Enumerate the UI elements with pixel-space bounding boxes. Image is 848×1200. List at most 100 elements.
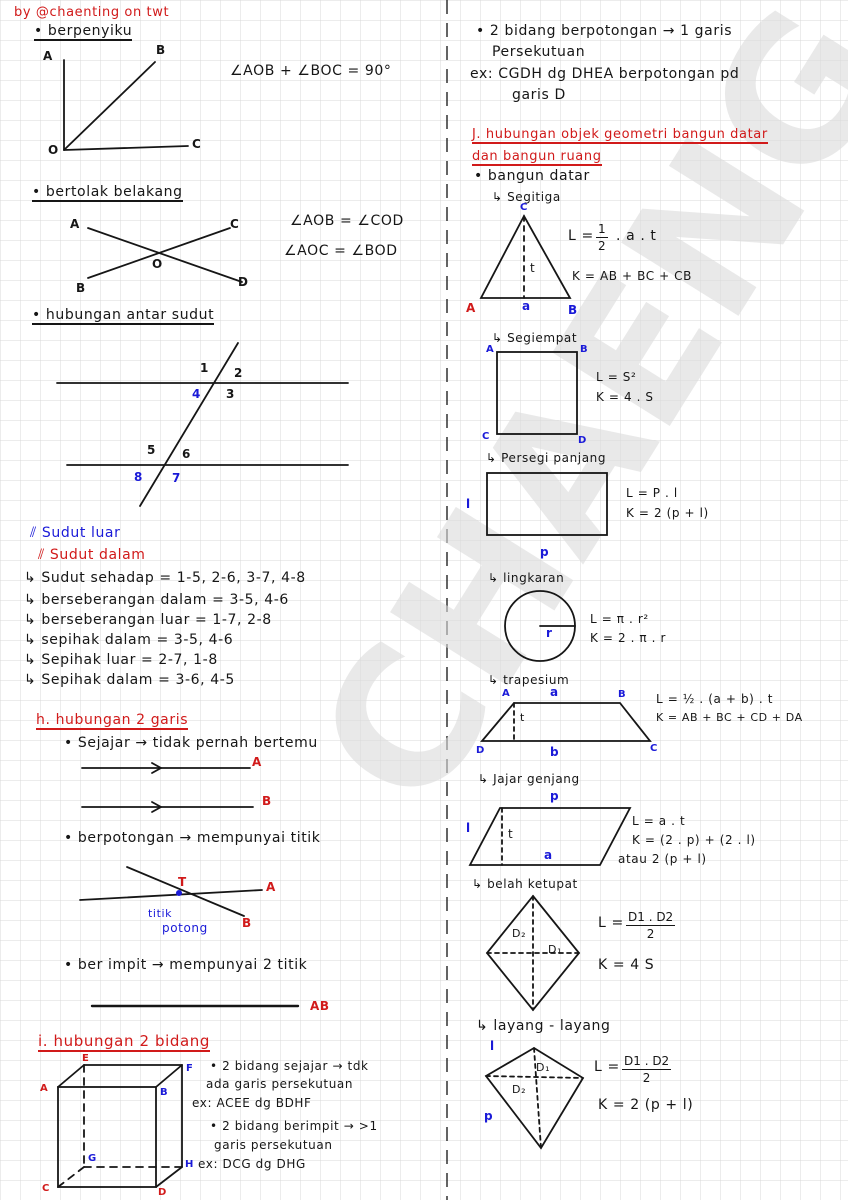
rect-area: L = P . l: [626, 486, 678, 500]
sq-c: C: [482, 431, 490, 442]
cube-d: D: [158, 1187, 167, 1198]
label-potong: potong: [162, 921, 208, 935]
angle-8: 8: [134, 470, 143, 484]
label-c: C: [192, 137, 202, 151]
cube-c: C: [42, 1183, 50, 1194]
rhombus-d1: D₁: [548, 943, 563, 956]
sq-b: B: [580, 344, 589, 355]
title-trapesium: ↳ trapesium: [488, 673, 570, 687]
rule-sepihak-dalam: ↳ sepihak dalam = 3-5, 4-6: [24, 632, 234, 648]
circle-r: r: [546, 626, 553, 640]
trap-d: D: [476, 745, 485, 756]
label-c: C: [230, 217, 240, 231]
legend-sudut-dalam: ⫽ Sudut dalam: [38, 547, 146, 563]
text-bangun-datar: • bangun datar: [474, 168, 590, 184]
trap-height-t: t: [520, 711, 525, 724]
title-jajar-genjang: ↳ Jajar genjang: [478, 772, 580, 786]
label-b: B: [156, 43, 166, 57]
trap-c: C: [650, 743, 658, 754]
trap-top-a: a: [550, 685, 559, 699]
rule-berseberangan-luar: ↳ berseberangan luar = 1-7, 2-8: [24, 612, 272, 628]
label-line-a2: A: [266, 880, 276, 894]
para-p: p: [550, 789, 560, 803]
label-o: O: [48, 143, 59, 157]
circle-area: L = π . r²: [590, 612, 649, 626]
label-d: D: [238, 275, 249, 289]
para-perimeter-alt: atau 2 (p + l): [618, 852, 707, 866]
angle-5: 5: [147, 443, 156, 457]
title-persegi-panjang: ↳ Persegi panjang: [486, 451, 607, 465]
text-bidang-berpotongan: • 2 bidang berpotongan → 1 garis: [476, 23, 733, 39]
trap-perimeter: K = AB + BC + CD + DA: [656, 711, 803, 724]
rule-sehadap: ↳ Sudut sehadap = 1-5, 2-6, 3-7, 4-8: [24, 570, 306, 586]
legend-sudut-luar: ⫽ Sudut luar: [30, 525, 121, 541]
sq-d: D: [578, 435, 587, 446]
text-sejajar: • Sejajar → tidak pernah bertemu: [64, 735, 318, 751]
formula-berpenyiku: ∠AOB + ∠BOC = 90°: [230, 63, 392, 79]
tri-b: B: [568, 303, 578, 317]
author-credit: by @chaenting on twt: [14, 5, 170, 20]
label-line-a: A: [252, 755, 262, 769]
rhombus-area-label: L =: [598, 915, 624, 931]
label-a: A: [43, 49, 53, 63]
formula-aob-cod: ∠AOB = ∠COD: [290, 213, 404, 229]
angle-4: 4: [192, 387, 201, 401]
heading-antar-sudut: • hubungan antar sudut: [32, 307, 215, 325]
rect-l: l: [466, 497, 471, 511]
cube-f: F: [186, 1063, 194, 1074]
text-garis-d: garis D: [512, 87, 566, 103]
title-segitiga: ↳ Segitiga: [492, 190, 561, 204]
para-area: L = a . t: [632, 814, 686, 828]
para-height-t: t: [508, 827, 514, 841]
para-l: l: [466, 821, 471, 835]
tri-perimeter: K = AB + BC + CB: [572, 269, 692, 283]
angle-2: 2: [234, 366, 243, 380]
label-a: A: [70, 217, 80, 231]
trap-a: A: [502, 688, 511, 699]
title-segiempat: ↳ Segiempat: [492, 331, 578, 345]
angle-3: 3: [226, 387, 235, 401]
cube-b: B: [160, 1087, 169, 1098]
heading-berpenyiku: • berpenyiku: [34, 23, 133, 41]
label-ab: AB: [310, 999, 330, 1013]
label-b: B: [76, 281, 86, 295]
angle-1: 1: [200, 361, 209, 375]
label-o: O: [152, 257, 163, 271]
angle-6: 6: [182, 447, 191, 461]
text-bidang-sejajar-ex: ex: ACEE dg BDHF: [192, 1096, 312, 1110]
heading-objek-geometri: J. hubungan objek geometri bangun datar: [472, 127, 768, 144]
angle-7: 7: [172, 471, 181, 485]
heading-bertolak: • bertolak belakang: [32, 184, 183, 202]
text-persekutuan: Persekutuan: [492, 44, 586, 60]
title-belah-ketupat: ↳ belah ketupat: [472, 877, 578, 891]
text-bidang-sejajar: • 2 bidang sejajar → tdk: [210, 1059, 369, 1073]
kite-d1: D₁: [536, 1061, 551, 1074]
cube-a: A: [40, 1083, 49, 1094]
kite-d2: D₂: [512, 1083, 527, 1096]
label-line-b2: B: [242, 916, 252, 930]
rect-perimeter: K = 2 (p + l): [626, 506, 709, 520]
sq-a: A: [486, 344, 495, 355]
kite-area-label: L =: [594, 1059, 620, 1075]
cube-e: E: [82, 1053, 90, 1064]
tri-c: C: [520, 202, 528, 213]
label-titik: titik: [148, 907, 173, 920]
circle-perimeter: K = 2 . π . r: [590, 631, 667, 645]
text-example-cgdh: ex: CGDH dg DHEA berpotongan pd: [470, 66, 740, 82]
tri-a: A: [466, 301, 476, 315]
tri-area-rest: . a . t: [616, 228, 657, 244]
text-berpotongan: • berpotongan → mempunyai titik: [64, 830, 321, 846]
text-bidang-berimpit-2: garis persekutuan: [214, 1138, 333, 1152]
kite-p: p: [484, 1109, 494, 1123]
cube-h: H: [185, 1159, 194, 1170]
title-lingkaran: ↳ lingkaran: [488, 571, 565, 585]
rhombus-perimeter: K = 4 S: [598, 957, 655, 973]
trap-b: B: [618, 689, 627, 700]
rhombus-d2: D₂: [512, 927, 527, 940]
text-bidang-berimpit: • 2 bidang berimpit → >1: [210, 1119, 378, 1133]
sq-area: L = S²: [596, 370, 637, 384]
rule-berseberangan-dalam: ↳ berseberangan dalam = 3-5, 4-6: [24, 592, 289, 608]
heading-hubungan-garis: h. hubungan 2 garis: [36, 712, 189, 730]
